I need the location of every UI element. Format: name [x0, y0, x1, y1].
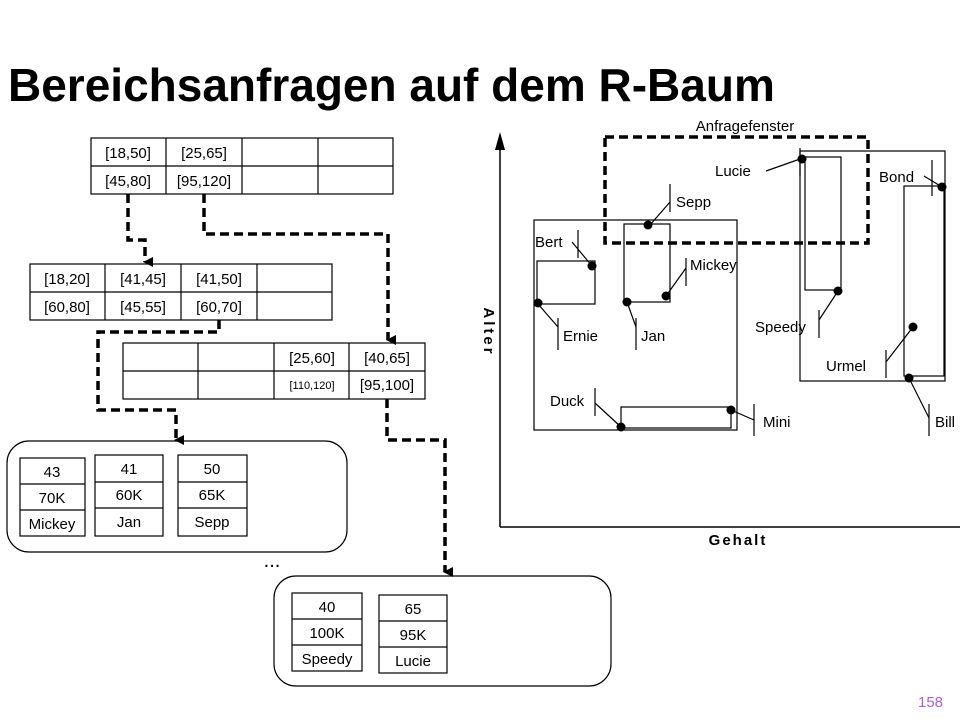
- leaf-record-lucie: [378, 594, 448, 674]
- page-number: 158: [918, 694, 944, 711]
- point-mini: [726, 405, 736, 415]
- ellipsis: ...: [264, 550, 281, 572]
- point-lucie: [797, 154, 807, 164]
- point-label-mickey: Mickey: [690, 257, 737, 274]
- inner-node-right: [122, 342, 426, 400]
- point-label-sepp: Sepp: [676, 194, 711, 211]
- point-bill: [904, 373, 914, 383]
- point-speedy: [833, 286, 843, 296]
- mbr-bert-ernie: [536, 260, 596, 305]
- inner-left-cell: [41,50]: [196, 271, 242, 288]
- link-inner-left-to-leaf-left: [96, 320, 221, 445]
- leaf-value: 65: [405, 601, 422, 618]
- mbr-large-left: [533, 219, 738, 431]
- leaf-value: Speedy: [302, 651, 353, 668]
- leaf-value: 50: [204, 461, 221, 478]
- leaf-value: Sepp: [194, 514, 229, 531]
- inner-left-cell: [45,55]: [120, 299, 166, 316]
- point-label-duck: Duck: [550, 393, 585, 410]
- leaf-value: Jan: [117, 514, 141, 531]
- point-label-speedy: Speedy: [755, 319, 806, 336]
- inner-node-left: [29, 263, 333, 321]
- leaf-value: 41: [121, 461, 138, 478]
- leaf-record-sepp: [177, 454, 248, 537]
- point-label-bill: Bill: [935, 414, 955, 431]
- leaf-value: 95K: [400, 627, 427, 644]
- data-points: [533, 154, 947, 432]
- leaf-node-right: [273, 575, 612, 687]
- leaf-record-mickey: [19, 457, 86, 537]
- point-jan: [622, 297, 632, 307]
- link-inner-right-to-leaf-right: [385, 399, 453, 577]
- query-window: [603, 135, 870, 245]
- mbr-sepp-mickey-jan: [623, 223, 671, 303]
- point-bert: [587, 261, 597, 271]
- x-axis-label: Gehalt: [709, 532, 768, 549]
- point-label-ernie: Ernie: [563, 328, 598, 345]
- mbr-duck-mini: [620, 406, 732, 429]
- root-cell: [25,65]: [181, 145, 227, 162]
- plot-axes: [495, 132, 960, 528]
- point-duck: [616, 422, 626, 432]
- point-urmel: [908, 322, 918, 332]
- inner-left-cell: [18,20]: [44, 271, 90, 288]
- inner-right-cell: [25,60]: [289, 350, 335, 367]
- point-label-bert: Bert: [535, 234, 563, 251]
- leaf-value: 70K: [39, 490, 66, 507]
- leaf-value: 65K: [199, 487, 226, 504]
- leaf-value: 43: [44, 464, 61, 481]
- point-label-lucie: Lucie: [715, 163, 751, 180]
- point-label-jan: Jan: [641, 328, 665, 345]
- point-sepp: [643, 220, 653, 230]
- mbr-lucie-speedy: [804, 156, 842, 291]
- point-label-bond: Bond: [879, 169, 914, 186]
- inner-right-cell: [95,100]: [360, 377, 414, 394]
- bounding-rectangles: [533, 150, 946, 431]
- link-root-to-inner-left: [126, 194, 153, 267]
- mbr-large-right: [799, 150, 946, 382]
- link-root-to-inner-right: [202, 194, 396, 345]
- leaf-value: Lucie: [395, 653, 431, 670]
- inner-left-cell: [60,80]: [44, 299, 90, 316]
- y-axis-label: Alter: [480, 307, 497, 356]
- inner-left-cell: [41,45]: [120, 271, 166, 288]
- point-ernie: [533, 298, 543, 308]
- root-node: [90, 137, 394, 195]
- leaf-value: 100K: [309, 625, 344, 642]
- inner-right-cell: [40,65]: [364, 350, 410, 367]
- leaf-record-speedy: [291, 592, 363, 672]
- leaf-value: 40: [319, 599, 336, 616]
- root-cell: [18,50]: [105, 145, 151, 162]
- leader-lines: [537, 148, 943, 436]
- root-cell: [95,120]: [177, 173, 231, 190]
- point-label-urmel: Urmel: [826, 358, 866, 375]
- mbr-urmel-bill: [903, 185, 945, 377]
- leaf-value: Mickey: [29, 516, 76, 533]
- leaf-record-jan: [94, 454, 164, 537]
- point-mickey: [661, 291, 671, 301]
- tree-links: [96, 194, 453, 577]
- point-label-mini: Mini: [763, 414, 791, 431]
- inner-left-cell: [60,70]: [196, 299, 242, 316]
- root-cell: [45,80]: [105, 173, 151, 190]
- inner-right-cell: [110,120]: [289, 380, 334, 392]
- leaf-node-left: [6, 440, 348, 553]
- point-bond: [937, 182, 947, 192]
- query-window-label: Anfragefenster: [696, 118, 794, 135]
- leaf-value: 60K: [116, 487, 143, 504]
- slide-title: Bereichsanfragen auf dem R-Baum: [8, 59, 775, 111]
